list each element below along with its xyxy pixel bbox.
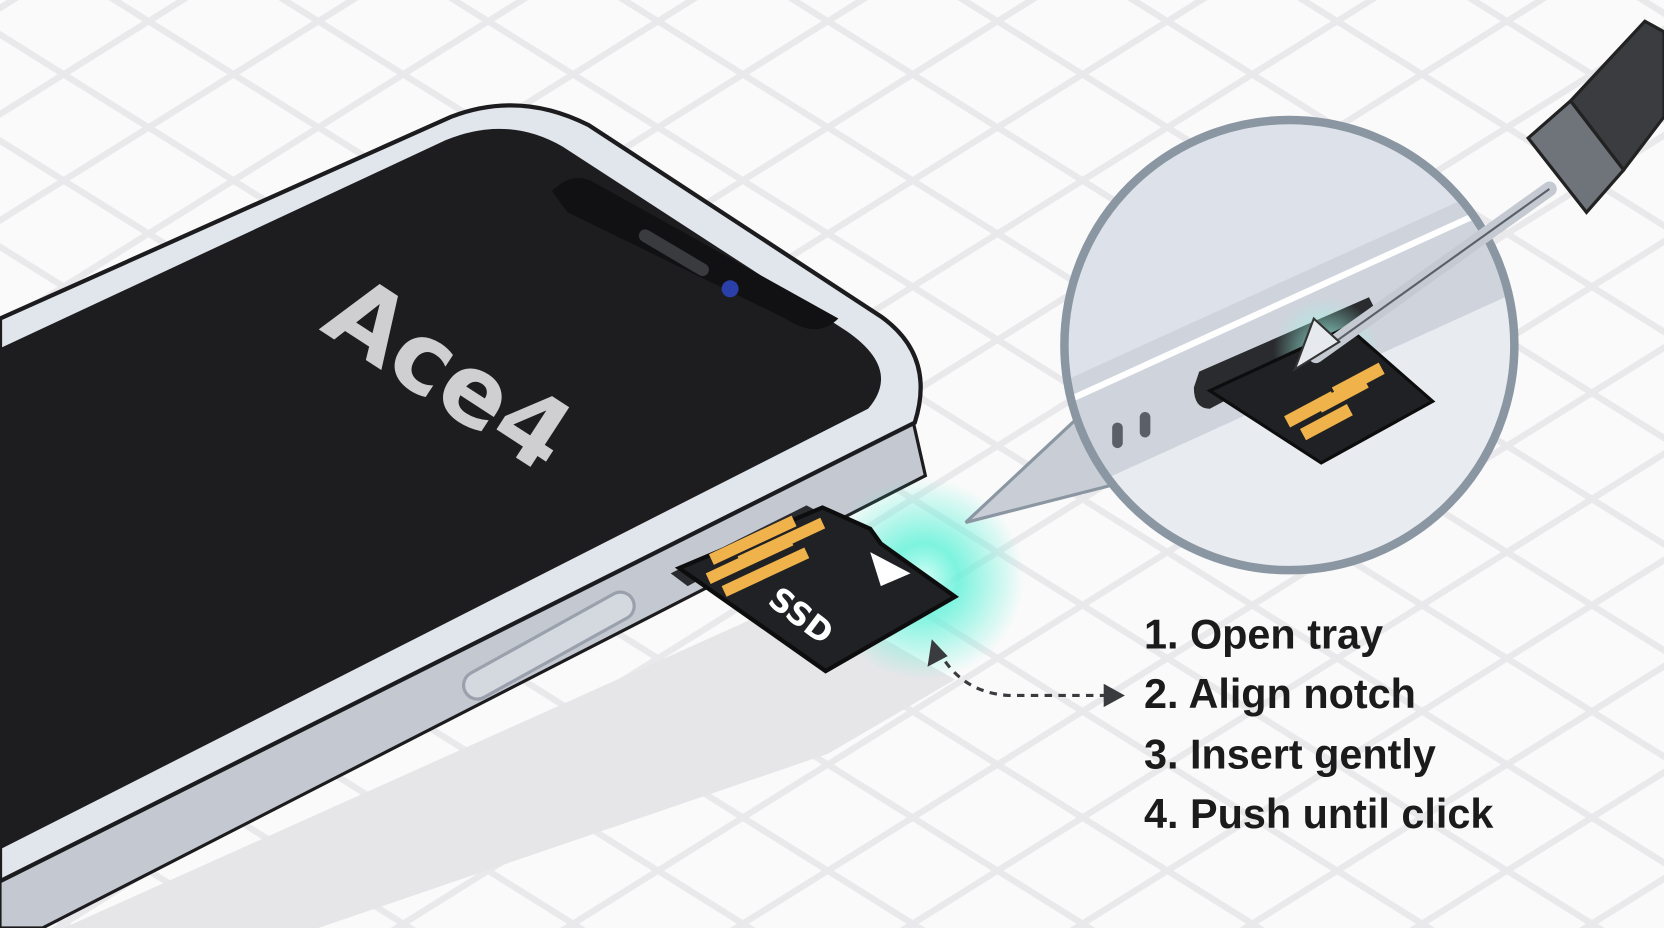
phone-screen bbox=[0, 128, 882, 850]
card-contacts bbox=[705, 515, 826, 597]
alignment-notch-icon bbox=[870, 552, 911, 587]
arrow-up-icon bbox=[927, 639, 948, 667]
speaker-icon bbox=[638, 229, 709, 277]
step-3: 3. Insert gently bbox=[1144, 732, 1436, 778]
camera-icon bbox=[721, 280, 739, 298]
phone-shadow bbox=[63, 594, 956, 928]
step-4: 4. Push until click bbox=[1144, 791, 1494, 837]
side-button bbox=[462, 590, 636, 701]
ssd-card: SSD bbox=[674, 505, 960, 674]
step-1: 1. Open tray bbox=[1144, 612, 1383, 658]
magnifier-callout bbox=[964, 115, 1519, 575]
screwdriver-icon bbox=[1292, 19, 1664, 373]
arrow-right-icon bbox=[1103, 683, 1125, 708]
phone: Ace4 bbox=[0, 103, 928, 928]
phone-notch bbox=[551, 177, 839, 330]
step-2: 2. Align notch bbox=[1144, 671, 1416, 717]
steps-list: 1. Open tray 2. Align notch 3. Insert ge… bbox=[1144, 612, 1494, 837]
magnifier-ring bbox=[1060, 115, 1519, 575]
direction-arrow bbox=[927, 639, 1125, 708]
